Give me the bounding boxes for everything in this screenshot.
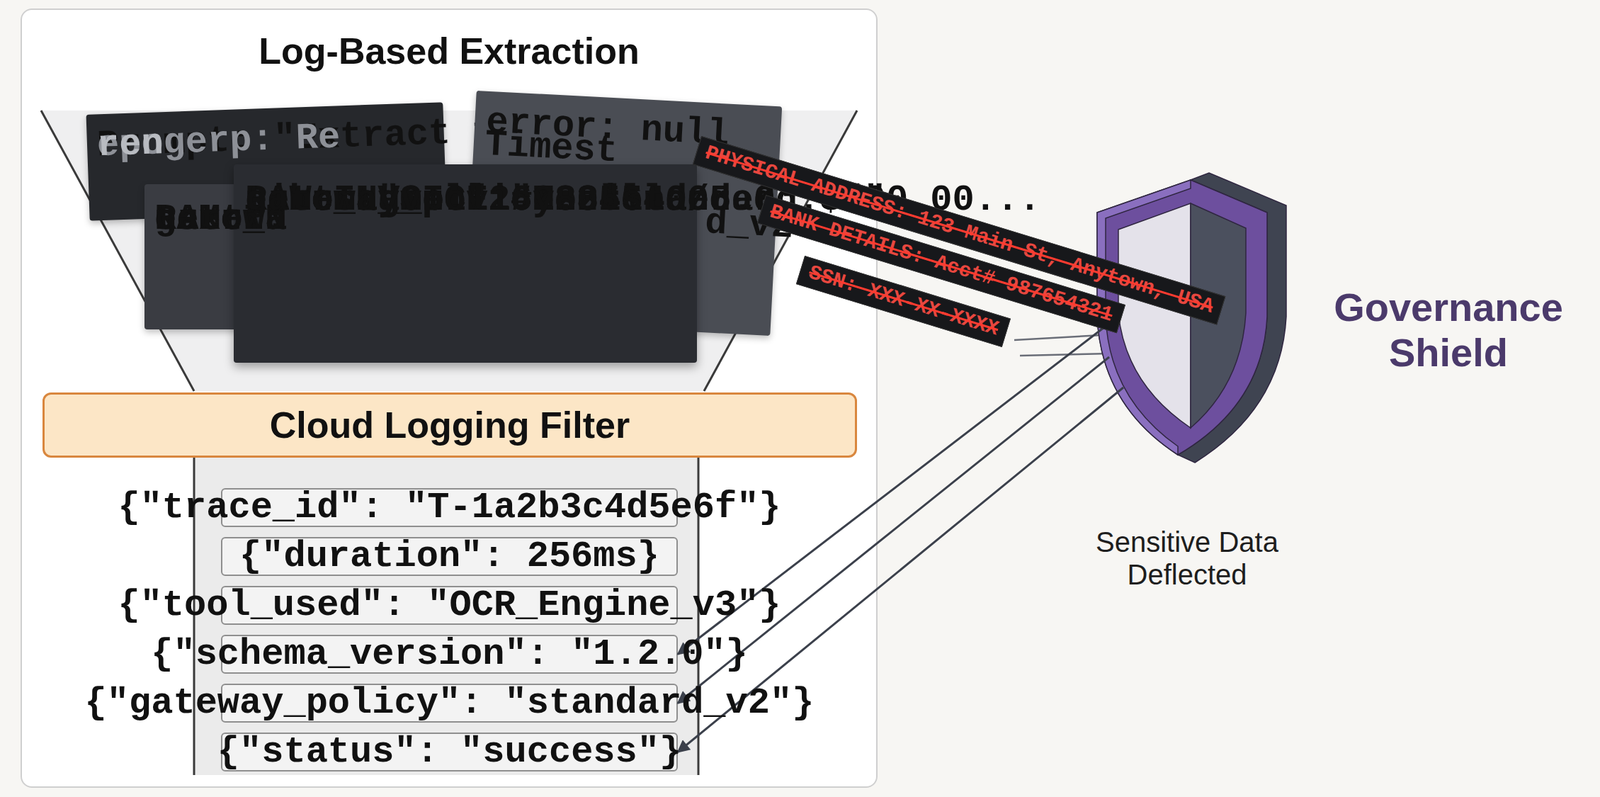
field-text: {"gateway_policy": "standard_v2"}	[84, 682, 815, 724]
log-field-box: {"tool_used": "OCR_Engine_v3"}	[220, 585, 678, 625]
shield-face	[1190, 203, 1246, 428]
log-line: ren	[96, 118, 165, 171]
panel-title: Log-Based Extraction	[21, 29, 877, 73]
log-field-box: {"gateway_policy": "standard_v2"}	[220, 683, 678, 723]
raw-invoice-card: RAW INVOICE #12345text: "Services render…	[233, 164, 697, 363]
extraction-panel: Log-Based ExtractionPrompt: "Extract fie…	[20, 8, 878, 788]
log-field-box: {"duration": 256ms}	[220, 536, 678, 576]
shield-face	[1097, 179, 1191, 455]
field-text: {"schema_version": "1.2.0"}	[150, 633, 748, 675]
log-field-box: {"status": "success"}	[220, 732, 678, 772]
log-field-box: {"trace_id": "T-1a2b3c4d5e6f"}	[220, 488, 678, 527]
shield-title: Governance Shield	[1310, 284, 1587, 377]
shield-face	[1118, 203, 1191, 428]
field-text: {"duration": 256ms}	[239, 535, 660, 578]
field-text: {"tool_used": "OCR_Engine_v3"}	[117, 584, 781, 627]
filter-label: Cloud Logging Filter	[269, 403, 630, 447]
deflect-arrow	[677, 387, 1124, 753]
shield-caption: Sensitive Data Deflected	[1052, 525, 1322, 591]
log-field-box: {"schema_version": "1.2.0"}	[220, 634, 678, 674]
filter-band: Cloud Logging Filter	[42, 392, 858, 458]
panel-ground	[20, 8, 878, 788]
field-text: {"status": "success"}	[217, 730, 682, 773]
deflect-arrow	[677, 356, 1110, 704]
field-text: {"trace_id": "T-1a2b3c4d5e6f"}	[117, 486, 781, 529]
shield-face	[1097, 179, 1268, 455]
deflect-arrow	[677, 327, 1105, 655]
